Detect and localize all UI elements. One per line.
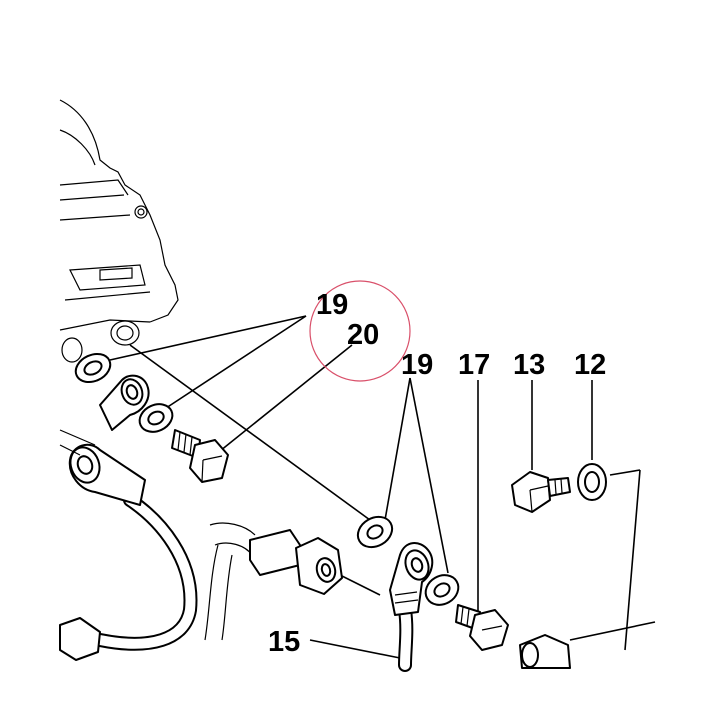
callout-12: 12 bbox=[574, 349, 606, 381]
callout-15: 15 bbox=[268, 626, 300, 658]
washer-19-right-b bbox=[424, 574, 460, 606]
washer-19-mid bbox=[138, 403, 174, 433]
hose-left bbox=[59, 429, 198, 661]
callout-19-top: 19 bbox=[316, 289, 348, 321]
callout-17: 17 bbox=[458, 349, 490, 381]
banjo-fitting-right bbox=[389, 542, 434, 672]
banjo-bolt-17 bbox=[455, 604, 509, 651]
washer-12 bbox=[577, 463, 607, 501]
nut-lower-right bbox=[519, 634, 571, 669]
highlight-circle bbox=[309, 280, 411, 382]
leader-lines bbox=[109, 315, 656, 659]
banjo-fitting-left bbox=[99, 374, 150, 431]
banjo-bolt-20 bbox=[171, 429, 229, 483]
engine-casting bbox=[59, 99, 179, 363]
callout-20: 20 bbox=[347, 319, 379, 351]
washer-19-left bbox=[74, 352, 112, 384]
callout-19-right: 19 bbox=[401, 349, 433, 381]
drain-bolt-13 bbox=[511, 471, 571, 513]
washer-19-right-a bbox=[356, 515, 394, 549]
callout-13: 13 bbox=[513, 349, 545, 381]
hose-center bbox=[204, 522, 343, 641]
